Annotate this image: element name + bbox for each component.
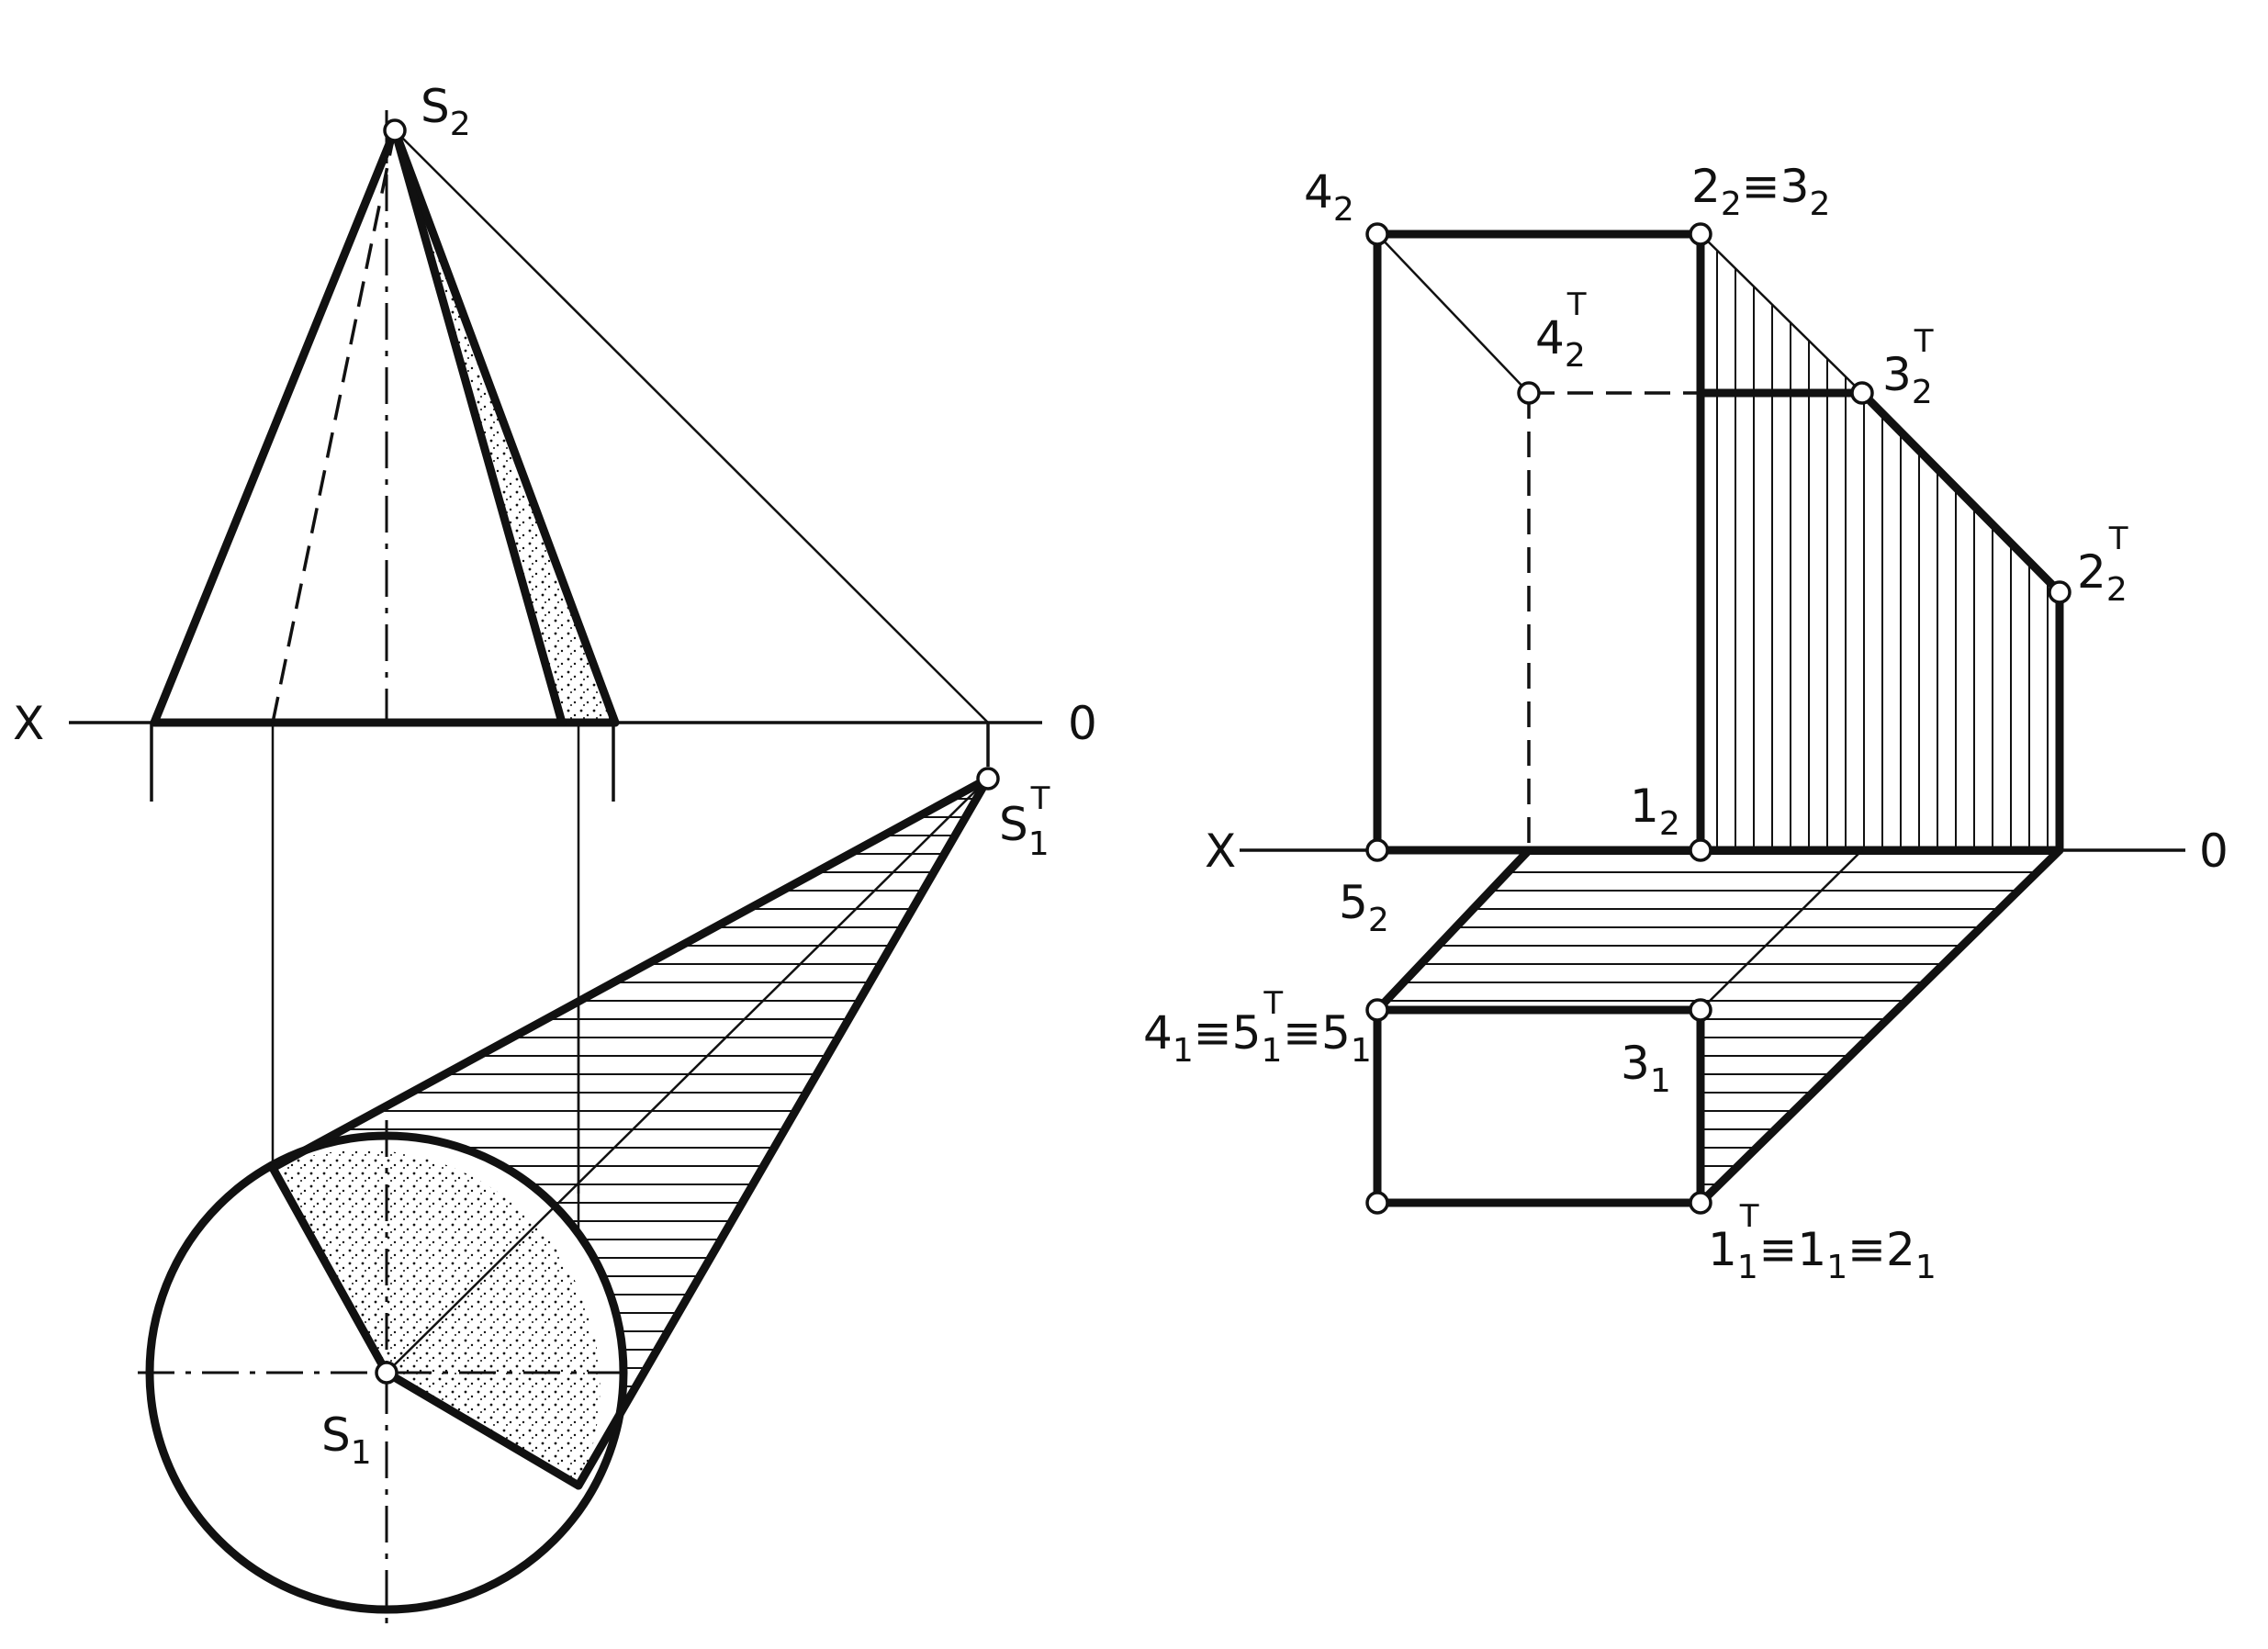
cone-shadow-generator [390,126,567,727]
cone-self-shadow-plan [273,1150,601,1486]
prism-shadow-vertical [1701,234,2060,850]
prism-shadow-horizontal [1377,850,2060,1203]
label-s1: S1 [321,1408,372,1472]
shadow-tangent-lower [574,774,993,1490]
label-3-2-t: 32T [1882,323,1934,411]
cone-figure: X 0 S2 S1 S1T [13,80,1097,1625]
point-1-2 [1689,838,1712,862]
cone-left-generator [150,126,399,727]
label-1-1-t-eq: 11T≡11≡21 [1708,1198,1937,1286]
label-4-2-t: 42T [1535,286,1587,375]
label-4-2: 42 [1304,165,1354,229]
point-3-1 [1689,998,1712,1022]
label-4-1-eq: 41≡51T≡51 [1143,985,1372,1070]
cone-right-generator [390,126,620,727]
label-3-1: 31 [1621,1037,1671,1100]
shadow-edge-diagonal [1858,388,2064,597]
plan-shadow-edge-1 [1373,846,1533,1015]
point-3-2-t [1850,381,1874,405]
light-ray-2 [1700,233,1863,394]
point-4-2-t [1517,381,1541,405]
plan-radius-2 [382,1368,583,1490]
shadow-tangent-upper [268,774,993,1172]
axis-label-o-right: 0 [2199,824,2229,878]
cone-hidden-generator [271,129,397,724]
shadow-grid-line [386,778,989,1374]
point-1-1 [1689,1191,1712,1215]
light-ray-4 [1376,233,1530,394]
point-s2 [383,118,407,142]
prism-figure: X 0 42 22≡32 42T 32T 22T 12 52 41≡51T≡51… [1143,160,2229,1286]
point-4-2 [1365,222,1389,246]
label-s1t: S1T [999,780,1050,863]
point-4-1 [1365,998,1389,1022]
point-2-2-t [2048,580,2072,604]
point-s1 [375,1361,399,1385]
point-5-2 [1365,838,1389,862]
label-5-2: 52 [1339,876,1389,939]
point-2-2 [1689,222,1712,246]
plan-shadow-edge-2 [1696,846,2064,1207]
label-s2: S2 [421,80,471,143]
prism-plan [1373,1005,1705,1207]
label-2-2-t: 22T [2077,521,2128,609]
light-ray-front [394,129,989,724]
axis-label-x-left: X [13,697,44,750]
label-2-2-eq-3-2: 22≡32 [1691,160,1830,223]
plan-radius-1 [268,1163,391,1377]
axis-label-x-right: X [1205,824,1236,878]
point-s1t [976,767,1000,791]
point-5-plan [1365,1191,1389,1215]
axis-label-o-left: 0 [1068,697,1097,750]
label-1-2: 12 [1630,780,1680,843]
plan-shadow-grid-1 [1700,849,1863,1011]
